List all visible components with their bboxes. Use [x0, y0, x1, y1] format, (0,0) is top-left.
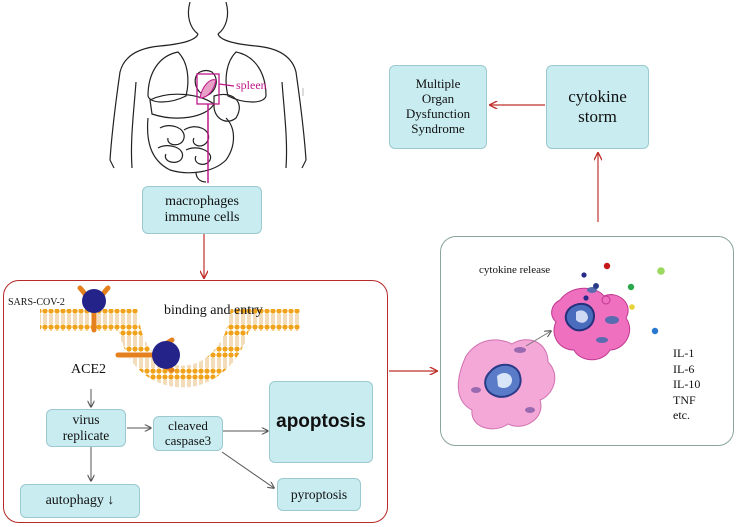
- immune-cell-large: [457, 339, 556, 430]
- macrophages-line2: immune cells: [164, 210, 240, 225]
- cytokine-il10: IL-10: [673, 377, 701, 391]
- cytokine-dots: [581, 262, 665, 335]
- mods-box: Multiple Organ Dysfunction Syndrome: [389, 65, 487, 149]
- apoptosis-box: apoptosis: [269, 381, 373, 463]
- spleen-organ: [196, 73, 304, 183]
- ace2-label: ACE2: [71, 362, 106, 377]
- cell-infection-panel: [3, 280, 388, 523]
- storm-line1: cytokine: [568, 87, 627, 107]
- cleaved-caspase3-box: cleaved caspase3: [153, 416, 223, 451]
- cytokine-tnf: TNF: [673, 392, 696, 407]
- mods-line3: Dysfunction: [405, 106, 471, 121]
- spleen-label: spleen: [236, 78, 267, 92]
- cytokine-list: IL-1 IL-6 IL-10 TNF etc.: [673, 346, 700, 424]
- immune-cell-activated: [551, 283, 631, 361]
- caspase-line1: cleaved: [168, 417, 208, 433]
- apoptosis-label: apoptosis: [276, 411, 366, 433]
- pyroptosis-box: pyroptosis: [277, 478, 361, 511]
- storm-line2: storm: [578, 107, 617, 126]
- cytokine-release-label: cytokine release: [479, 264, 551, 276]
- mods-line4: Syndrome: [411, 120, 465, 136]
- virus-particle-bottom: [152, 341, 180, 369]
- macrophages-line1: macrophages: [165, 193, 239, 209]
- cell-membrane: [40, 309, 300, 388]
- cytokine-il1: IL-1: [673, 346, 695, 360]
- cytokine-release-panel: [440, 236, 734, 446]
- binding-entry-label: binding and entry: [164, 303, 263, 318]
- autophagy-label: autophagy ↓: [45, 492, 115, 508]
- arrow-cell-activation: [525, 331, 551, 347]
- autophagy-box: autophagy ↓: [20, 484, 140, 518]
- cytokine-il6: IL-6: [673, 361, 695, 376]
- virus-label: SARS-COV-2: [8, 297, 65, 308]
- virus-replicate-box: virus replicate: [46, 409, 126, 447]
- cytokine-storm-box: cytokine storm: [546, 65, 649, 149]
- macrophages-box: macrophages immune cells: [142, 186, 262, 234]
- cytokine-etc: etc.: [673, 408, 690, 422]
- pyroptosis-label: pyroptosis: [290, 486, 348, 502]
- replicate-line2: replicate: [62, 428, 110, 443]
- arrow-caspase-to-pyroptosis: [221, 451, 274, 488]
- caspase-line2: caspase3: [164, 432, 212, 448]
- virus-particle-top: [82, 289, 106, 313]
- replicate-line1: virus: [72, 412, 100, 428]
- mods-line2: Organ: [421, 91, 455, 107]
- mods-line1: Multiple: [415, 76, 461, 92]
